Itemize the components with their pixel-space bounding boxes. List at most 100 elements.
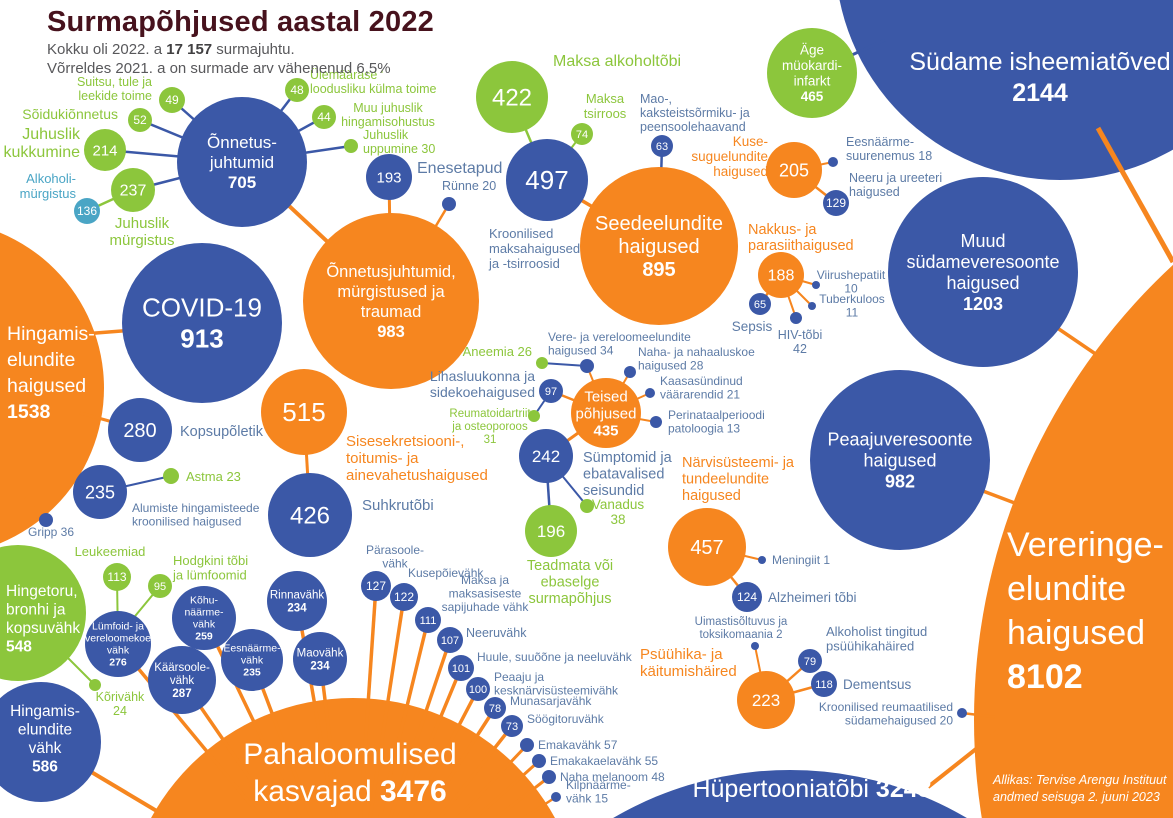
soidukionnetus-label: Sõidukiõnnetus bbox=[22, 106, 118, 122]
link-line bbox=[541, 362, 588, 367]
haavand-63-label: 63 bbox=[656, 141, 668, 153]
kuse-suguelundite-205-bubble bbox=[766, 142, 822, 198]
nakkus-188-label: 188 bbox=[768, 268, 795, 285]
link-line bbox=[455, 743, 529, 818]
link-line bbox=[421, 707, 497, 818]
parasoole-label: Pärasoole-vähk bbox=[366, 543, 424, 571]
hingamiselundite-vahk-586-bubble bbox=[0, 682, 101, 802]
ylemaarase-kylm-label: Ülemäärase 'loodusliku külma toime bbox=[310, 68, 436, 96]
enesetapud-193-label: 193 bbox=[376, 169, 401, 186]
neeruvahk-107-bubble bbox=[437, 627, 463, 653]
hypertoonia-label: Hüpertooniatõbi 3248 bbox=[692, 775, 931, 803]
sepsis-65-bubble bbox=[749, 293, 771, 315]
neeru-ureeteri-129-label: 129 bbox=[826, 196, 846, 210]
myokardiinfarkt-465-bubble bbox=[767, 28, 857, 118]
psyyhika-223-label: 223 bbox=[752, 691, 780, 710]
emakakaelavahk-label: Emakakaelavähk 55 bbox=[550, 754, 658, 768]
link-line bbox=[388, 639, 452, 818]
neeruvahk-107-label: 107 bbox=[441, 635, 459, 647]
alkomyrgistus-136-bubble bbox=[74, 198, 100, 224]
link-line bbox=[408, 688, 480, 818]
huule-suuoone-label: Huule, suuõõne ja neeluvähk bbox=[477, 650, 633, 664]
sisesekretsiooni-515-bubble bbox=[261, 369, 347, 455]
page-title: Surmapõhjused aastal 2022 bbox=[47, 6, 434, 38]
alkomyrgistus-136-label: 136 bbox=[77, 204, 97, 218]
gripp-36-bubble bbox=[39, 513, 53, 527]
lihasluukonna-97-label: 97 bbox=[545, 386, 557, 398]
hypertoonia-3248-bubble bbox=[613, 770, 967, 818]
kroonilised-maksa-497-bubble bbox=[506, 139, 588, 221]
suitsu-49-bubble bbox=[159, 87, 185, 113]
subtitle-line1: Kokku oli 2022. a 17 157 surmajuhtu. bbox=[47, 41, 295, 58]
onnetusjuhtumid-705-bubble bbox=[177, 97, 307, 227]
kopsupoletik-label: Kopsupõletik bbox=[180, 424, 264, 440]
dementsus-118-label: 118 bbox=[815, 679, 833, 691]
link-line bbox=[926, 728, 1002, 789]
maksavahk-111-bubble bbox=[415, 607, 441, 633]
alkoholist-79-bubble bbox=[798, 649, 822, 673]
kasvajad-3476-bubble bbox=[151, 698, 555, 818]
vanadus-38-bubble bbox=[580, 499, 594, 513]
eesnaarme-suurenemus-18-bubble bbox=[828, 157, 838, 167]
parasoole-127-bubble bbox=[361, 571, 391, 601]
neeruvahk-label: Neeruvähk bbox=[466, 626, 527, 640]
kaarsoole-287-bubble bbox=[148, 646, 216, 714]
kilpnaarme-15-bubble bbox=[551, 792, 561, 802]
maksa-tsirroos-74-label: 74 bbox=[576, 129, 588, 141]
alzheimer-label: Alzheimeri tõbi bbox=[768, 590, 857, 605]
munasarjavahk-label: Munasarjavähk bbox=[510, 694, 592, 708]
kaasasundinud-21-bubble bbox=[645, 388, 655, 398]
maksa-alkoholtobi-422-label: 422 bbox=[492, 84, 532, 111]
naha-melanoom-label: Naha melanoom 48 bbox=[560, 770, 665, 784]
alkoholimyrgistus-label: Alkoholi-mürgistus bbox=[20, 171, 77, 201]
maovahk-234-bubble bbox=[293, 632, 347, 686]
nakkus-188-bubble bbox=[758, 252, 804, 298]
link-line bbox=[39, 740, 173, 818]
enesetapud-label: Enesetapud bbox=[417, 160, 502, 177]
emakavahk-label: Emakavähk 57 bbox=[538, 738, 618, 752]
traumad-983-bubble bbox=[303, 213, 479, 389]
sydame-isheemia-2144-bubble bbox=[839, 0, 1173, 180]
muud-sydameveresoonte-1203-bubble bbox=[888, 177, 1078, 367]
hiv-42-bubble bbox=[790, 312, 802, 324]
link-line bbox=[396, 667, 463, 818]
kukkumine-214-bubble bbox=[84, 129, 126, 171]
reumatoidartriit-31-bubble bbox=[528, 410, 540, 422]
soogitoruvahk-label: Söögitoruvähk bbox=[527, 712, 605, 726]
leukeemiad-113-bubble bbox=[103, 563, 131, 591]
sisesekretsiooni-515-label: 515 bbox=[282, 397, 325, 427]
rynne-label: Rünne 20 bbox=[442, 179, 496, 193]
header: Surmapõhjused aastal 2022 Kokku oli 2022… bbox=[47, 6, 434, 77]
dementsus-label: Dementsus bbox=[843, 677, 912, 692]
astma-23-bubble bbox=[163, 468, 179, 484]
covid19-913-bubble bbox=[122, 243, 282, 403]
